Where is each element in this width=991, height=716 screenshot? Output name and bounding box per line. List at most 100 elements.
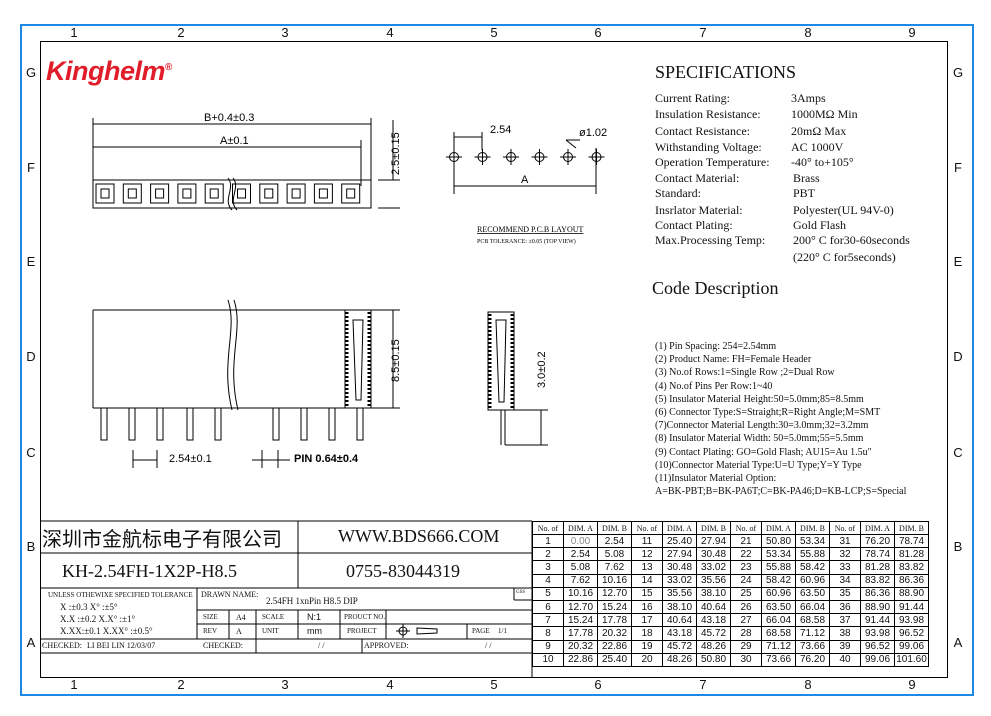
dim-table-cell: 30.48 xyxy=(696,547,731,562)
dim-table-cell: 33 xyxy=(829,560,861,575)
approved-label: APPROVED: xyxy=(364,641,409,650)
dim-table-header: No. of xyxy=(532,521,564,535)
dim-table-cell: 7.62 xyxy=(563,573,598,588)
dim-table-cell: 19 xyxy=(631,639,663,654)
dim-table-cell: 88.90 xyxy=(894,586,929,601)
header-pin xyxy=(100,407,108,441)
grid-letter-right: B xyxy=(953,539,963,554)
spec-label: Contact Plating: xyxy=(655,218,733,232)
grid-number-bottom: 3 xyxy=(281,677,289,692)
size-label: SIZE xyxy=(203,613,218,621)
dim-table-cell: 76.20 xyxy=(795,652,830,667)
grid-number-top: 8 xyxy=(804,25,812,40)
pin-cell-hole xyxy=(346,188,356,199)
grid-number-top: 9 xyxy=(908,25,916,40)
dim-table-cell: 33.02 xyxy=(696,560,731,575)
spec-value: (220° C for5seconds) xyxy=(793,250,896,264)
dim-table-cell: 28 xyxy=(730,626,762,641)
spec-label: Insulation Resistance: xyxy=(655,107,761,121)
dim-table-cell: 39 xyxy=(829,639,861,654)
spec-row: Insulation Resistance: 1000MΩ Min xyxy=(655,107,858,122)
dim-table-cell: 4 xyxy=(532,573,564,588)
dim-table-cell: 21 xyxy=(730,533,762,549)
header-pin xyxy=(356,407,364,441)
dim-table-cell: 91.44 xyxy=(860,613,895,628)
spec-value: Brass xyxy=(793,171,820,185)
outer-frame xyxy=(20,24,974,696)
dim-table-cell: 40.64 xyxy=(662,613,697,628)
checked-value: / / xyxy=(318,641,325,650)
grid-number-bottom: 8 xyxy=(804,677,812,692)
dim-table-cell: 71.12 xyxy=(795,626,830,641)
project-label: PROJECT xyxy=(347,627,377,635)
spec-value: Polyester(UL 94V-0) xyxy=(793,203,894,217)
pin-cell xyxy=(95,183,115,204)
code-description-item: (8) Insulator Material Width: 50=5.0mm;5… xyxy=(655,433,864,445)
dim-table-cell: 20 xyxy=(631,652,663,667)
dim-table-cell: 32 xyxy=(829,547,861,562)
dim-table-cell: 25.40 xyxy=(662,533,697,549)
pin-cell xyxy=(313,183,333,204)
pin-cell xyxy=(122,183,142,204)
dim-table-cell: 27.94 xyxy=(696,533,731,549)
dim-table-header: DIM. B xyxy=(894,521,929,535)
kinghelm-logo: Kinghelm® xyxy=(46,56,172,86)
code-description-item: (3) No.of Rows:1=Single Row ;2=Dual Row xyxy=(655,367,835,379)
spec-value: 200° C for30-60seconds xyxy=(793,233,910,247)
dim-table-cell: 96.52 xyxy=(894,626,929,641)
projection-symbol-icon xyxy=(396,624,438,638)
pin-cell-hole xyxy=(100,188,110,199)
dim-table-cell: 45.72 xyxy=(662,639,697,654)
grid-letter-right: E xyxy=(953,254,963,269)
header-pin xyxy=(186,407,194,441)
code-description-item: (4) No.of Pins Per Row:1~40 xyxy=(655,380,773,392)
dim-table-cell: 60.96 xyxy=(761,586,796,601)
spec-value: 1000MΩ Min xyxy=(791,107,858,121)
dim-table-cell: 53.34 xyxy=(761,547,796,562)
dim-table-cell: 99.06 xyxy=(860,652,895,667)
dim-table-cell: 86.36 xyxy=(860,586,895,601)
dim-table-cell: 15.24 xyxy=(563,613,598,628)
specifications-title: SPECIFICATIONS xyxy=(655,62,797,82)
dim-table-cell: 40.64 xyxy=(696,599,731,615)
dim-table-cell: 66.04 xyxy=(795,599,830,615)
dim-table-cell: 81.28 xyxy=(894,547,929,562)
spec-row: Max.Processing Temp: 200° C for30-60secon… xyxy=(655,233,910,248)
dim-table-cell: 27.94 xyxy=(662,547,697,562)
spec-label: Current Rating: xyxy=(655,91,730,105)
pcb-a-label: A xyxy=(521,174,529,186)
dim-table-cell: 17.78 xyxy=(563,626,598,641)
pin-cell-hole xyxy=(182,188,192,199)
grid-number-top: 1 xyxy=(70,25,78,40)
phone-number: 0755-83044319 xyxy=(346,561,460,581)
part-number: KH-2.54FH-1X2P-H8.5 xyxy=(62,561,237,581)
header-pin xyxy=(156,407,164,441)
dim-table-header: DIM. B xyxy=(795,521,830,535)
dim-table-cell: 25.40 xyxy=(597,652,632,667)
grid-letter-right: C xyxy=(953,445,963,460)
dim-table-cell: 9 xyxy=(532,639,564,654)
dim-table-cell: 38.10 xyxy=(696,586,731,601)
dim-pin-label: PIN 0.64±0.4 xyxy=(294,453,359,465)
dim-table-cell: 5.08 xyxy=(597,547,632,562)
dim-table-header: DIM. A xyxy=(563,521,598,535)
product-no-label: PROUCT NO. xyxy=(344,613,386,621)
grid-letter-left: F xyxy=(27,160,35,175)
spec-label: Max.Processing Temp: xyxy=(655,233,766,247)
grid-number-top: 5 xyxy=(490,25,498,40)
grid-letter-left: B xyxy=(26,539,36,554)
dim-table-cell: 37 xyxy=(829,613,861,628)
dim-table-cell: 38.10 xyxy=(662,599,697,615)
grid-letter-left: D xyxy=(26,349,36,364)
spec-row: Operation Temperature:-40° to+105° xyxy=(655,155,854,170)
dim-table-cell: 24 xyxy=(730,573,762,588)
pin-cell-hole xyxy=(127,188,137,199)
dim-table-cell: 58.42 xyxy=(761,573,796,588)
dim-table-header: No. of xyxy=(730,521,762,535)
